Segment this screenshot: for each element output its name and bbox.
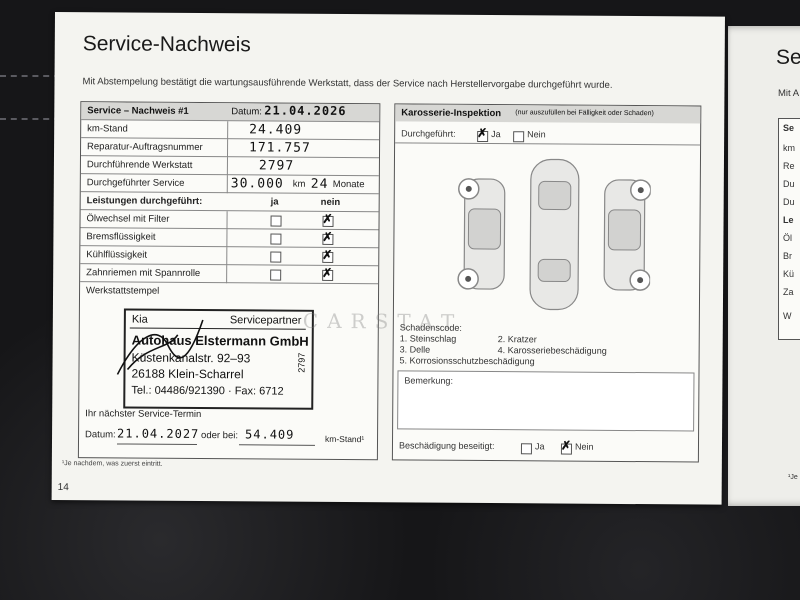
order-number-value: 171.757 <box>249 140 311 156</box>
right-page-table: Se km Re Du Du Le Öl Br Kü Za W <box>778 118 800 340</box>
right-page: Se Mit A Se km Re Du Du Le Öl Br Kü Za W… <box>728 26 800 506</box>
code-item: 2. Kratzer <box>497 334 537 345</box>
watermark: CARSTAT <box>302 308 464 334</box>
body-header: Karosserie-Inspektion (nur auszufüllen b… <box>395 104 701 124</box>
months-value: 24 <box>310 176 329 192</box>
row-label: km-Stand <box>87 123 128 135</box>
done-label: Durchgeführt: <box>401 128 456 139</box>
or-label: oder bei: <box>201 430 239 442</box>
checkbox-ja[interactable] <box>270 233 282 245</box>
remarks-field[interactable]: Bemerkung: <box>397 370 695 432</box>
checkbox-ja[interactable] <box>270 251 282 263</box>
stamp-area: Werkstattstempel Kia Servicepartner Auto… <box>78 281 379 461</box>
right-row: Br <box>783 251 792 261</box>
date-label: Datum: <box>231 106 262 118</box>
left-page: Service-Nachweis Mit Abstempelung bestät… <box>51 12 725 505</box>
page-title: Service-Nachweis <box>82 32 251 57</box>
col-yes: ja <box>270 196 279 208</box>
right-row: Re <box>783 161 795 171</box>
km-unit: km <box>292 178 306 190</box>
stamp-code: 2797 <box>296 352 307 373</box>
right-page-intro: Mit A <box>778 88 800 99</box>
checkbox-ja[interactable] <box>270 215 282 227</box>
work-label: Ölwechsel mit Filter <box>86 213 170 225</box>
months-label: Monate <box>332 178 365 191</box>
right-row: W <box>783 311 792 321</box>
right-row: Du <box>783 197 795 207</box>
code-item: 1. Steinschlag <box>399 333 457 344</box>
km-value: 24.409 <box>249 122 303 138</box>
seat-stitch <box>0 118 60 120</box>
stamp-contact: Tel.: 04486/921390 · Fax: 6712 <box>131 384 284 398</box>
row-label: Durchführende Werkstatt <box>86 159 193 171</box>
remarks-label: Bemerkung: <box>404 375 454 386</box>
cross-mark: ✗ <box>560 438 572 453</box>
row-label: Durchgeführter Service <box>86 177 185 189</box>
code-item: 3. Delle <box>399 344 431 355</box>
service-record-table: Service – Nachweis #1 Datum: 21.04.2026 … <box>77 101 381 461</box>
car-diagram <box>457 158 652 311</box>
workshop-stamp: Kia Servicepartner Autohaus Elstermann G… <box>116 308 314 410</box>
fixed-yes-label: Ja <box>534 441 545 452</box>
page-number: 14 <box>57 482 69 494</box>
col-no: nein <box>320 196 341 208</box>
cross-mark: ✗ <box>322 247 333 262</box>
date-value: 21.04.2026 <box>264 103 347 119</box>
code-item: 5. Korrosionsschutzbeschädigung <box>399 355 535 367</box>
cross-mark: ✗ <box>477 125 488 141</box>
next-service-label: Ihr nächster Service-Termin <box>85 408 202 421</box>
footnote: ¹Je nachdem, was zuerst eintritt. <box>61 460 163 468</box>
next-date-label: Datum: <box>85 429 116 441</box>
next-km-value: 54.409 <box>245 427 295 442</box>
done-checkbox-no[interactable] <box>513 131 525 143</box>
service-header: Service – Nachweis #1 Datum: 21.04.2026 <box>81 102 380 122</box>
done-no-label: Nein <box>527 129 546 140</box>
service-km-value: 30.000 <box>230 176 284 192</box>
work-header: Leistungen durchgeführt: <box>86 195 203 208</box>
right-row: Öl <box>783 233 792 243</box>
work-label: Kühlflüssigkeit <box>86 249 148 261</box>
done-yes-label: Ja <box>491 129 501 140</box>
right-row: Za <box>783 287 794 297</box>
km-stand-label: km-Stand¹ <box>324 433 365 445</box>
cross-mark: ✗ <box>322 265 333 280</box>
checkbox-ja[interactable] <box>270 269 282 281</box>
stamp-partner: Servicepartner <box>229 314 302 327</box>
fixed-label: Beschädigung beseitigt: <box>398 440 495 452</box>
right-row: Le <box>783 215 794 225</box>
body-inspection-table: Karosserie-Inspektion (nur auszufüllen b… <box>391 103 702 463</box>
work-label: Bremsflüssigkeit <box>86 231 156 243</box>
code-item: 4. Karosseriebeschädigung <box>497 345 607 356</box>
right-row: Du <box>783 179 795 189</box>
right-row: km <box>783 143 795 153</box>
workshop-value: 2797 <box>258 158 295 174</box>
right-footnote: ¹Je <box>788 474 798 481</box>
signature-scribble <box>116 319 204 375</box>
next-date-value: 21.04.2027 <box>117 426 200 442</box>
fixed-checkbox-yes[interactable] <box>520 443 533 455</box>
fixed-no-label: Nein <box>574 441 594 452</box>
service-header-label: Service – Nachweis #1 <box>87 105 189 117</box>
right-row: Kü <box>783 269 795 279</box>
body-header-note: (nur auszufüllen bei Fälligkeit oder Sch… <box>515 109 654 118</box>
body-header-label: Karosserie-Inspektion <box>401 107 502 120</box>
row-label: Reparatur-Auftragsnummer <box>87 141 203 154</box>
stamp-label: Werkstattstempel <box>86 285 160 297</box>
seat-stitch <box>0 75 60 77</box>
cross-mark: ✗ <box>322 211 333 226</box>
right-row: Se <box>783 123 795 133</box>
right-page-title: Se <box>776 46 800 69</box>
page-intro: Mit Abstempelung bestätigt die wartungsa… <box>82 76 613 91</box>
work-label: Zahnriemen mit Spannrolle <box>86 267 201 280</box>
cross-mark: ✗ <box>322 229 333 244</box>
